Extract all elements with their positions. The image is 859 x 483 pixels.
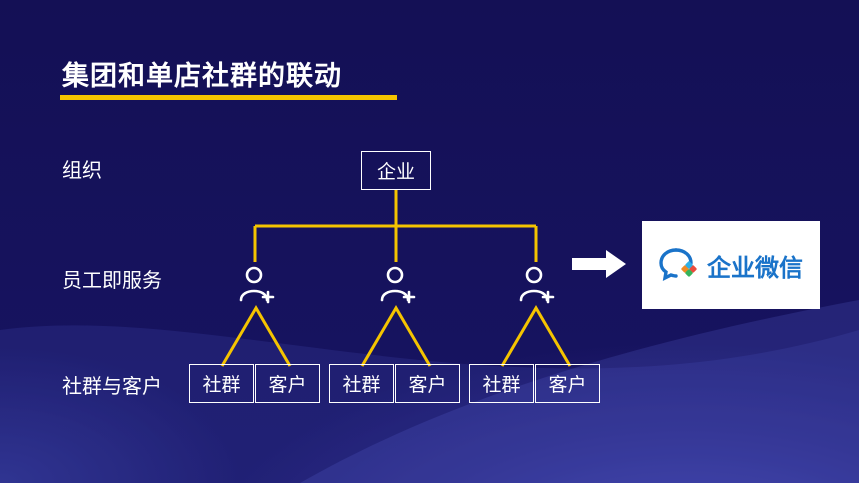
wecom-logo-icon (659, 248, 697, 282)
row-label-community: 社群与客户 (62, 374, 162, 398)
slide-title: 集团和单店社群的联动 (62, 61, 342, 92)
person-add-icon (380, 266, 416, 304)
row-label-staff: 员工即服务 (62, 268, 162, 292)
node-customer-2: 客户 (395, 364, 460, 403)
node-community-1: 社群 (189, 364, 254, 403)
node-customer-3: 客户 (535, 364, 600, 403)
wecom-label: 企业微信 (707, 253, 803, 282)
wecom-card: 企业微信 (642, 221, 820, 309)
arrow-right-icon (572, 250, 626, 278)
title-underline (60, 95, 397, 100)
person-add-icon (239, 266, 275, 304)
node-customer-1: 客户 (255, 364, 320, 403)
row-label-org: 组织 (62, 158, 102, 182)
node-community-3: 社群 (469, 364, 534, 403)
node-enterprise: 企业 (361, 151, 431, 190)
person-add-icon (519, 266, 555, 304)
node-community-2: 社群 (329, 364, 394, 403)
